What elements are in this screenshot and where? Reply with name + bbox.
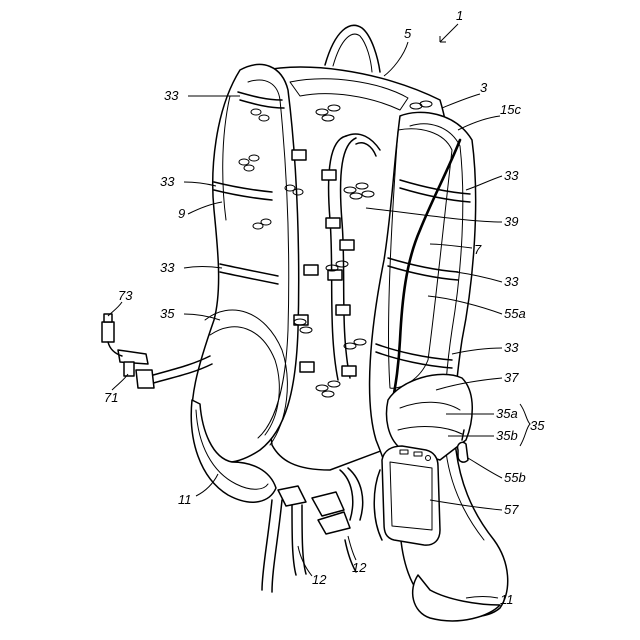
- label-73: 73: [118, 288, 133, 303]
- label-39: 39: [504, 214, 518, 229]
- label-11-left: 11: [178, 492, 192, 507]
- label-57: 57: [504, 502, 519, 517]
- label-35b: 35b: [496, 428, 518, 443]
- label-35-group: 35: [530, 418, 545, 433]
- brace: [520, 404, 530, 446]
- label-5: 5: [404, 26, 412, 41]
- label-9: 9: [178, 206, 185, 221]
- label-3: 3: [480, 80, 488, 95]
- label-33-b: 33: [160, 174, 175, 189]
- label-33-f: 33: [504, 340, 519, 355]
- label-71: 71: [104, 390, 118, 405]
- label-12-b: 12: [352, 560, 367, 575]
- label-1: 1: [456, 8, 463, 23]
- label-33-d: 33: [504, 168, 519, 183]
- label-7: 7: [474, 242, 482, 257]
- hose-clip: [292, 150, 306, 160]
- label-55b: 55b: [504, 470, 526, 485]
- chest-buckle: [312, 492, 344, 516]
- label-33-c: 33: [160, 260, 175, 275]
- label-33-e: 33: [504, 274, 519, 289]
- label-33-a: 33: [164, 88, 179, 103]
- label-12-a: 12: [312, 572, 327, 587]
- label-11-right: 11: [500, 592, 514, 607]
- label-37: 37: [504, 370, 519, 385]
- back-panel: [290, 79, 408, 110]
- label-35a: 35a: [496, 406, 518, 421]
- zipper-pull: [458, 442, 468, 462]
- label-15c: 15c: [500, 102, 521, 117]
- left-hanging-strap: [262, 500, 282, 592]
- label-55a: 55a: [504, 306, 526, 321]
- label-35: 35: [160, 306, 175, 321]
